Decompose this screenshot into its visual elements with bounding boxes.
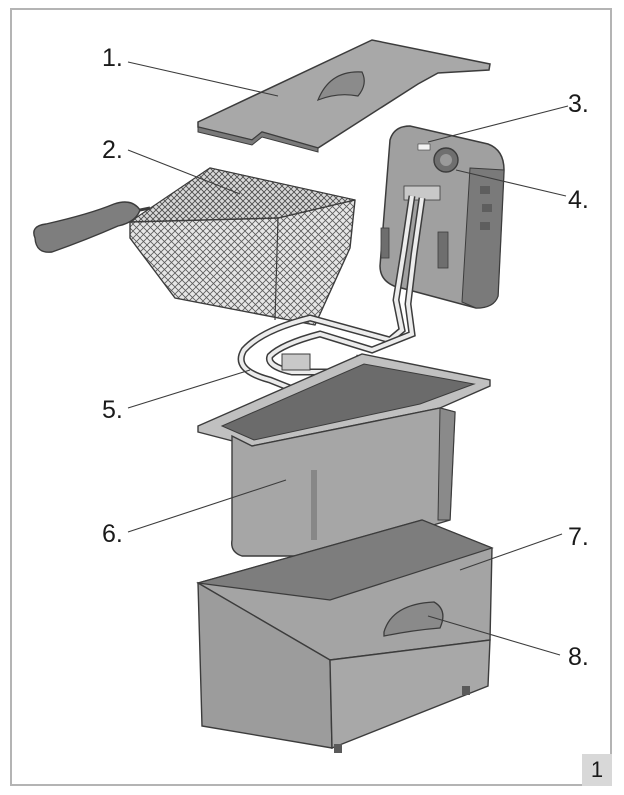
leader-line-3 (427, 105, 569, 143)
callout-label-4: 4. (568, 186, 589, 214)
oil-tank (197, 353, 491, 557)
foot (334, 744, 342, 753)
callout-label-7: 7. (568, 523, 589, 551)
foot (462, 686, 470, 695)
callout-label-1: 1. (102, 44, 123, 72)
callout-label-2: 2. (102, 136, 123, 164)
leader-line-6 (127, 479, 287, 533)
switch-slot (480, 222, 490, 230)
switch-slot (482, 204, 492, 212)
callout-label-8: 8. (568, 643, 589, 671)
leader-line-5 (127, 369, 251, 409)
callout-label-6: 6. (102, 520, 123, 548)
lid (197, 39, 491, 153)
basket-handle (33, 201, 141, 253)
figure-number-badge: 1 (582, 754, 612, 786)
housing-handle (383, 601, 444, 637)
heating-element (237, 195, 426, 396)
leader-line-4 (455, 169, 567, 197)
callout-label-3: 3. (568, 90, 589, 118)
lid-handle (316, 71, 365, 102)
leader-line-1 (127, 61, 279, 97)
housing (196, 519, 494, 753)
leader-line-2 (127, 149, 241, 195)
leader-lines (127, 61, 569, 656)
basket (33, 167, 356, 326)
leader-line-8 (427, 615, 561, 656)
leader-line-7 (459, 533, 563, 571)
switch-slot (480, 186, 490, 194)
callout-label-5: 5. (102, 396, 123, 424)
indicator-light (417, 143, 431, 151)
